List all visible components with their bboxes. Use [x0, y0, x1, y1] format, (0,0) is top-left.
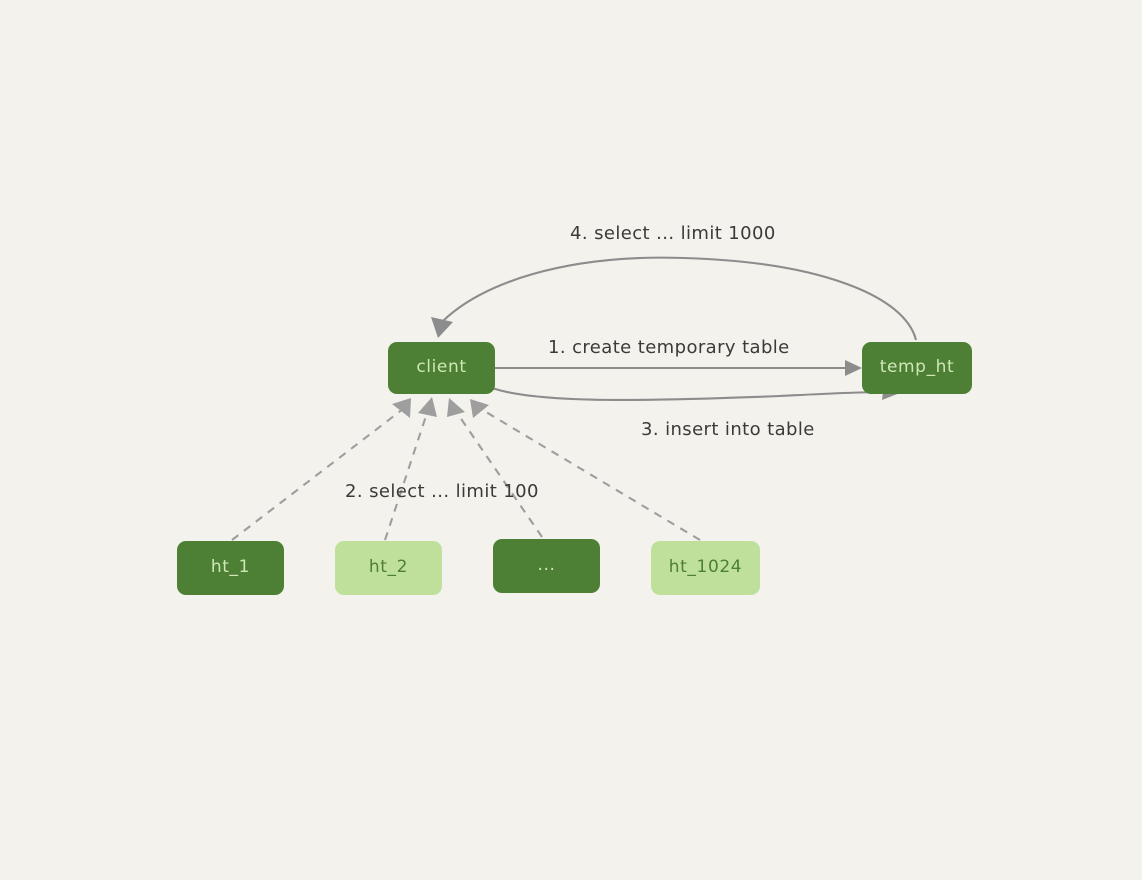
edge-2-arrowhead-ht-1 — [392, 398, 411, 418]
edge-1-arrowhead — [845, 360, 862, 376]
edge-2-path-ht-2 — [384, 409, 429, 541]
edge-4-select-limit-1000 — [431, 256, 918, 341]
node-ht-1[interactable]: ht_1 — [177, 541, 284, 595]
node-ht-dots-label: ... — [537, 554, 556, 575]
node-temp-ht[interactable]: temp_ht — [862, 342, 972, 394]
edge-2-arrowhead-ht-dots — [447, 398, 465, 417]
node-ht-2-label: ht_2 — [368, 556, 409, 577]
node-temp-ht-label: temp_ht — [879, 356, 955, 377]
node-ht-2[interactable]: ht_2 — [335, 541, 442, 595]
edge-label-2: 2. select ... limit 100 — [345, 481, 539, 502]
node-client-label: client — [416, 356, 467, 377]
edge-2-path-ht-dots — [454, 409, 543, 538]
edge-2-select-limit-100 — [231, 397, 701, 541]
edge-3-path — [491, 387, 886, 402]
node-ht-1024-label: ht_1024 — [668, 556, 743, 577]
edge-3-insert-into-table — [491, 384, 900, 402]
node-ht-1-label: ht_1 — [210, 556, 251, 577]
node-client[interactable]: client — [388, 342, 495, 394]
node-ht-1024[interactable]: ht_1024 — [651, 541, 760, 595]
edge-2-arrowhead-ht-1024 — [470, 399, 489, 418]
edge-2-arrowhead-ht-2 — [418, 397, 437, 417]
edge-4-path — [440, 256, 918, 341]
edge-2-path-ht-1 — [231, 408, 404, 541]
edge-2-path-ht-1024 — [480, 408, 701, 541]
node-ht-dots[interactable]: ... — [493, 539, 600, 593]
edge-label-1: 1. create temporary table — [548, 337, 790, 358]
edge-label-4: 4. select ... limit 1000 — [570, 223, 776, 244]
edge-label-3: 3. insert into table — [641, 419, 815, 440]
edge-4-arrowhead — [431, 317, 453, 338]
edge-1-create-temporary-table — [495, 360, 862, 376]
